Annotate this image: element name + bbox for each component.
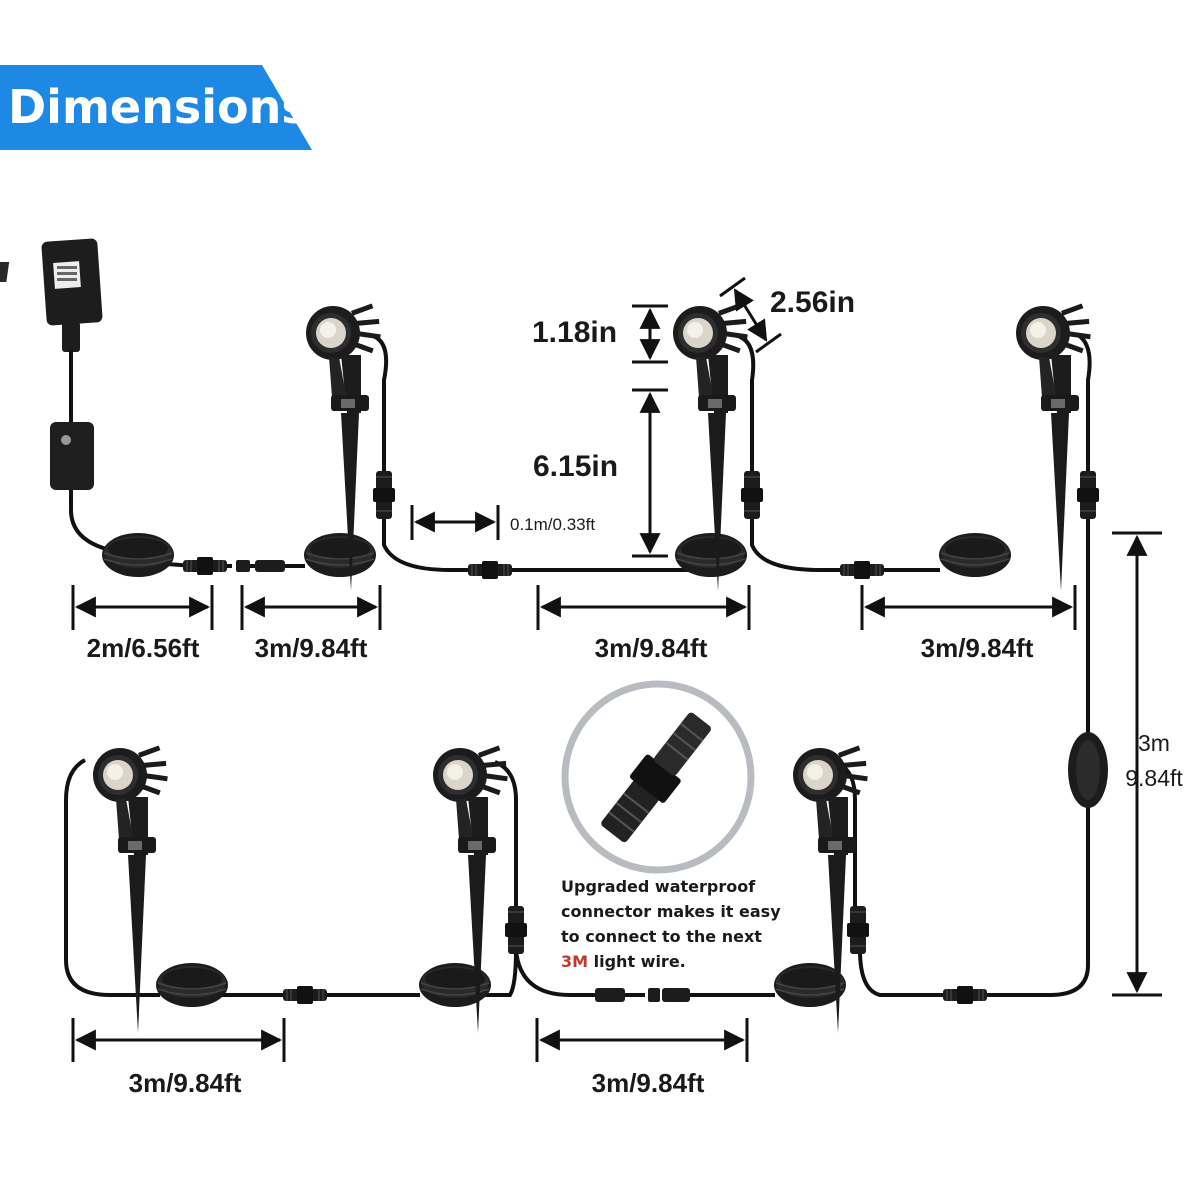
callout-line-1: Upgraded waterproof bbox=[561, 877, 756, 896]
bottom-row-connectors bbox=[282, 905, 988, 1005]
label-seg1: 3m/9.84ft bbox=[255, 633, 368, 663]
label-vertical-1: 3m bbox=[1138, 730, 1170, 756]
dimensions-banner: Dimensions bbox=[0, 65, 312, 150]
controller-box bbox=[50, 422, 94, 490]
top-row-coils bbox=[101, 532, 1108, 808]
callout-line-4: 3M light wire. bbox=[561, 952, 686, 971]
banner-title: Dimensions bbox=[8, 80, 309, 134]
label-gap: 0.1m/0.33ft bbox=[510, 515, 595, 534]
label-vertical-2: 9.84ft bbox=[1125, 765, 1183, 791]
callout-highlight: 3M bbox=[561, 952, 588, 971]
top-row-connectors bbox=[182, 470, 1100, 580]
banner-background bbox=[0, 65, 312, 150]
label-adapter-cable: 2m/6.56ft bbox=[87, 633, 200, 663]
label-head-height: 1.18in bbox=[532, 316, 617, 349]
callout-line-2: connector makes it easy bbox=[561, 902, 781, 921]
label-seg5: 3m/9.84ft bbox=[592, 1068, 705, 1098]
dimension-lines bbox=[71, 276, 1162, 1062]
power-adapter bbox=[0, 238, 111, 552]
label-head-width: 2.56in bbox=[770, 286, 855, 319]
connector-callout: Upgraded waterproof connector makes it e… bbox=[561, 680, 781, 971]
label-seg4: 3m/9.84ft bbox=[129, 1068, 242, 1098]
callout-line-3: to connect to the next bbox=[561, 927, 762, 946]
dimension-labels: 2m/6.56ft 3m/9.84ft 3m/9.84ft 3m/9.84ft … bbox=[87, 286, 1184, 1098]
label-stake-height: 6.15in bbox=[533, 450, 618, 483]
callout-line-4-rest: light wire. bbox=[588, 952, 686, 971]
label-seg2: 3m/9.84ft bbox=[595, 633, 708, 663]
label-seg3: 3m/9.84ft bbox=[921, 633, 1034, 663]
top-row-wiring bbox=[109, 333, 1092, 997]
bottom-row-coils bbox=[155, 962, 847, 1008]
